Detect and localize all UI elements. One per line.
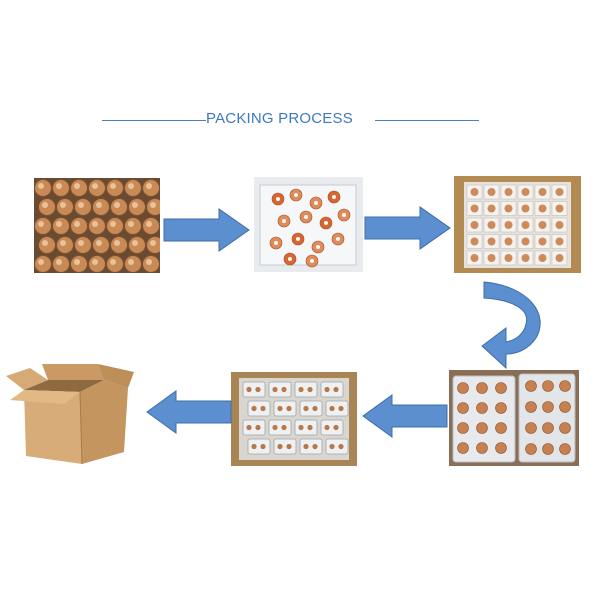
arrow-left-2 bbox=[146, 390, 232, 434]
arrow-right-2 bbox=[364, 206, 451, 250]
carton-box-icon bbox=[4, 358, 140, 470]
bagged-parts-icon bbox=[254, 177, 363, 272]
packed-cases-icon bbox=[231, 372, 357, 466]
arrow-left-1 bbox=[362, 394, 448, 438]
diagram-title: PACKING PROCESS bbox=[206, 110, 353, 127]
title-row: PACKING PROCESS bbox=[100, 110, 500, 130]
tray-box-icon bbox=[454, 176, 581, 273]
arrow-curved bbox=[481, 281, 541, 370]
title-line-right bbox=[375, 120, 479, 121]
copper-parts-icon bbox=[34, 178, 160, 273]
arrow-right-1 bbox=[163, 208, 250, 252]
title-line-left bbox=[102, 120, 206, 121]
plastic-case-icon bbox=[449, 370, 579, 466]
